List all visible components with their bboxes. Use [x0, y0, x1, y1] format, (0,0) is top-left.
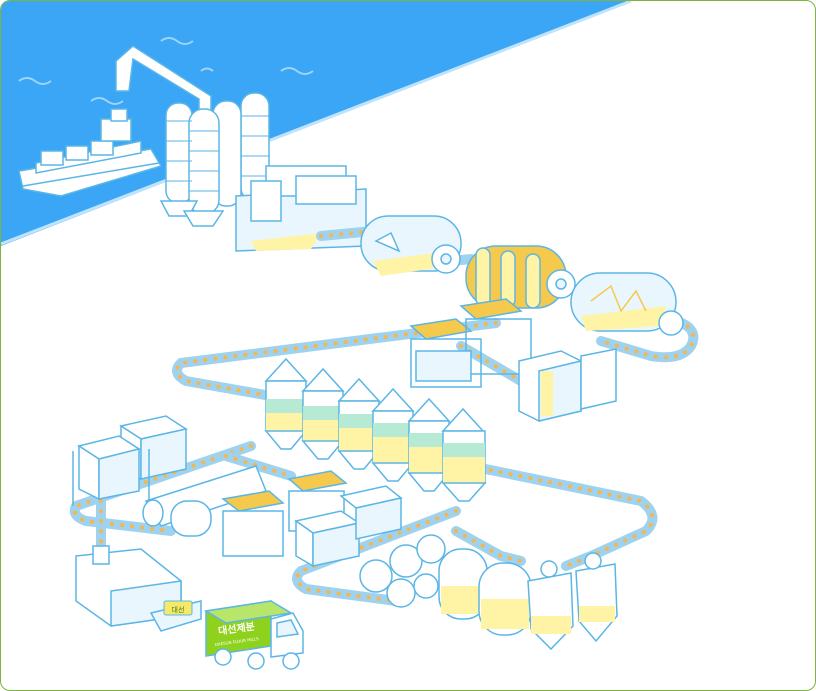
flour-bins [518, 348, 617, 422]
unloader-crane [115, 45, 212, 112]
storage-tanks [264, 357, 487, 502]
bran-tanks [438, 548, 618, 651]
delivery-truck: 대선제분 DAESUN FLOUR MILLS [203, 600, 304, 670]
sifter-drum [570, 272, 684, 336]
packing-bins [72, 415, 188, 506]
truck-sub-text: DAESUN FLOUR MILLS [215, 636, 260, 647]
bag-label: 대선 [172, 605, 185, 614]
roller-mill-drum [465, 245, 576, 309]
gear-assembly [359, 534, 446, 608]
flour-bag: 대선 [163, 600, 193, 616]
tempering-drum [360, 215, 462, 276]
intake-silos [159, 92, 270, 227]
loading-warehouse [75, 545, 202, 632]
purifier-stands [409, 298, 532, 388]
bagging-stands [221, 470, 403, 568]
cargo-ship [18, 108, 163, 197]
transfer-pipe [142, 465, 267, 537]
